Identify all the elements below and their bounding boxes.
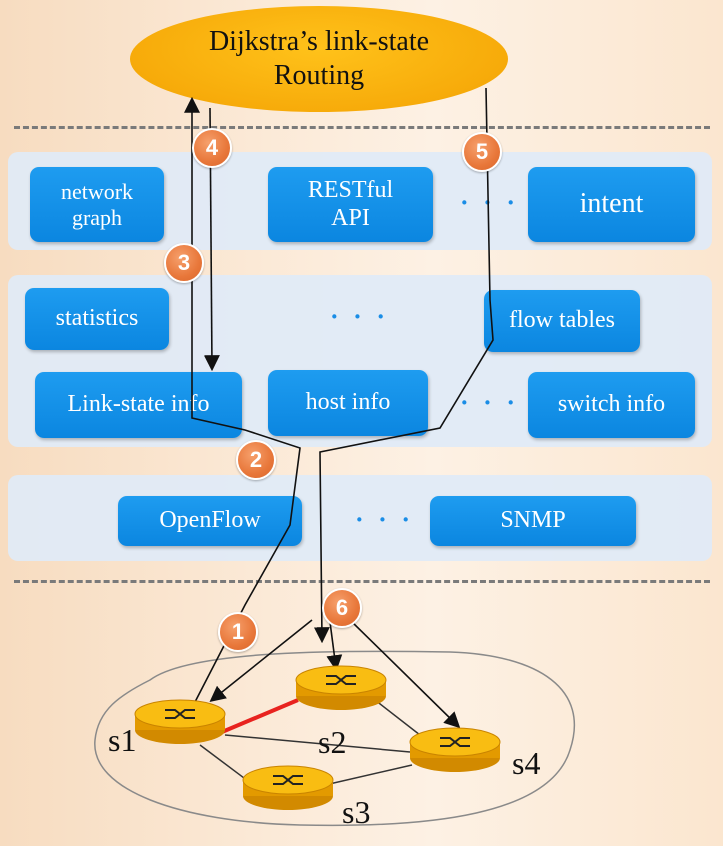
statistics-box[interactable]: statistics: [25, 288, 169, 350]
routing-algorithm[interactable]: Dijkstra’s link-state Routing: [130, 6, 508, 112]
switch-s2-label: s2: [318, 724, 347, 760]
switch-info-box[interactable]: switch info: [528, 372, 695, 438]
step-badge-2: 2: [236, 440, 276, 480]
network-graph-line1: network: [60, 179, 134, 205]
router-icon: [326, 675, 356, 685]
arrow-to-s4: [349, 619, 461, 729]
network-graph-box[interactable]: network graph: [30, 167, 164, 242]
restful-api-line2: API: [331, 204, 370, 231]
switch-s4[interactable]: [409, 727, 501, 772]
routing-algorithm-line2: Routing: [273, 60, 365, 91]
switch-info-label: switch info: [557, 391, 666, 418]
link-state-info-box[interactable]: Link-state info: [35, 372, 242, 438]
step-badge-6: 6: [322, 588, 362, 628]
host-info-box[interactable]: host info: [268, 370, 428, 436]
switch-s3[interactable]: [242, 765, 334, 810]
arrow-to-s2: [326, 621, 343, 672]
intent-box[interactable]: intent: [528, 167, 695, 242]
state-layer-ellipsis-bottom: · · ·: [460, 388, 520, 417]
statistics-label: statistics: [55, 305, 139, 332]
top-separator: [14, 126, 710, 129]
step-badge-5: 5: [462, 132, 502, 172]
switch-s3-label: s3: [342, 794, 371, 830]
openflow-box[interactable]: OpenFlow: [118, 496, 302, 546]
protocol-layer-ellipsis: · · ·: [355, 505, 415, 534]
step-badge-3: 3: [164, 243, 204, 283]
routing-algorithm-line1: Dijkstra’s link-state: [208, 26, 430, 58]
restful-api-line1: RESTful: [307, 176, 394, 203]
step-badge-1: 1: [218, 612, 258, 652]
switch-s4-label: s4: [512, 745, 541, 781]
path-collect-link-state: [184, 96, 301, 703]
state-layer-ellipsis-top: · · ·: [330, 302, 390, 331]
router-icon: [440, 737, 470, 747]
flow-tables-label: flow tables: [509, 307, 615, 334]
network-graph-line2: graph: [71, 204, 123, 230]
arrow-to-s1: [209, 619, 313, 702]
link-s1-s4: [224, 734, 411, 753]
openflow-label: OpenFlow: [159, 507, 261, 534]
link-s3-s4: [324, 764, 413, 786]
host-info-label: host info: [305, 389, 391, 416]
router-icon: [273, 775, 303, 785]
intent-label: intent: [579, 188, 644, 220]
network-domain-outline: [94, 650, 576, 827]
link-state-info-label: Link-state info: [67, 391, 210, 418]
step-badge-4: 4: [192, 128, 232, 168]
switch-s2[interactable]: [295, 665, 387, 710]
snmp-box[interactable]: SNMP: [430, 496, 636, 546]
link-s1-s2: [221, 698, 299, 734]
switch-s1[interactable]: [134, 699, 226, 744]
snmp-label: SNMP: [500, 507, 566, 534]
restful-api-box[interactable]: RESTful API: [268, 167, 433, 242]
switch-s1-label: s1: [108, 722, 137, 758]
link-s2-s4: [374, 699, 421, 736]
bottom-separator: [14, 580, 710, 583]
flow-tables-box[interactable]: flow tables: [484, 290, 640, 352]
path-install-flows: [313, 87, 494, 644]
router-icon: [165, 709, 195, 719]
